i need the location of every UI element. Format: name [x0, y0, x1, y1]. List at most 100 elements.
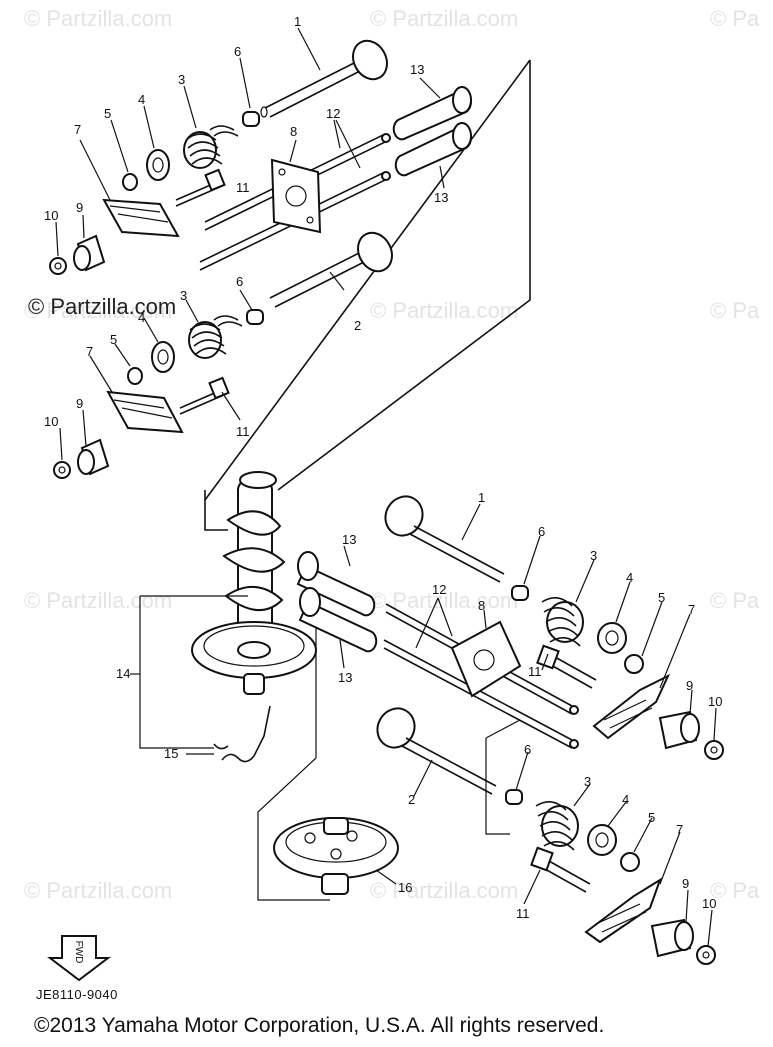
fwd-label: FWD — [73, 941, 84, 964]
watermark: © Partzilla.com — [370, 878, 519, 903]
exhaust-valve — [376, 707, 497, 795]
callout: 5 — [104, 106, 111, 121]
valve-spring — [535, 597, 584, 851]
frame-line — [204, 59, 531, 501]
watermark: © Pa — [710, 878, 760, 903]
idle-gear — [273, 817, 399, 895]
valve-tappets — [296, 551, 378, 653]
valve-spring — [183, 125, 243, 359]
callout: 13 — [338, 670, 352, 685]
callout: 10 — [44, 414, 58, 429]
rocker-pivot — [650, 710, 700, 958]
watermark: © Pa — [710, 6, 760, 31]
callout: 11 — [236, 180, 250, 195]
rocker-arm — [584, 673, 671, 944]
callout: 1 — [294, 14, 301, 29]
frame-line — [204, 490, 228, 531]
callout: 6 — [234, 44, 241, 59]
callout: 10 — [702, 896, 716, 911]
callout: 13 — [434, 190, 448, 205]
callout: 15 — [164, 746, 178, 761]
callout: 9 — [682, 876, 689, 891]
callout: 11 — [516, 906, 530, 921]
callout: 3 — [590, 548, 597, 563]
callout: 1 — [478, 490, 485, 505]
frame-line — [485, 719, 521, 835]
leader-lines — [55, 27, 445, 461]
callout: 6 — [524, 742, 531, 757]
callout: 14 — [116, 666, 130, 681]
watermark: © Pa — [710, 588, 760, 613]
valve-cotter — [122, 173, 143, 385]
callout: 4 — [622, 792, 629, 807]
rocker-stud — [530, 644, 597, 893]
callout: 13 — [410, 62, 424, 77]
callout: 5 — [110, 332, 117, 347]
rocker-plate — [450, 620, 522, 698]
callout: 6 — [538, 524, 545, 539]
callout: 4 — [138, 310, 145, 325]
intake-valve — [384, 495, 505, 583]
callout: 7 — [688, 602, 695, 617]
callout: 11 — [236, 424, 250, 439]
frame-line — [277, 60, 531, 491]
valve-seal — [242, 111, 264, 325]
callout: 4 — [626, 570, 633, 585]
callout: 10 — [44, 208, 58, 223]
watermark: © Partzilla.com — [370, 298, 519, 323]
leader-lines — [339, 503, 717, 947]
callout: 6 — [236, 274, 243, 289]
callout: 5 — [648, 810, 655, 825]
callout: 3 — [584, 774, 591, 789]
watermark: © Partzilla.com — [24, 298, 173, 323]
callout: 11 — [528, 664, 542, 679]
watermark-dark: © Partzilla.com — [28, 294, 177, 319]
callout: 9 — [686, 678, 693, 693]
callout: 7 — [676, 822, 683, 837]
callout: 2 — [354, 318, 361, 333]
adjusting-nut — [696, 740, 724, 965]
callout: 3 — [178, 72, 185, 87]
callout: 3 — [180, 288, 187, 303]
diagram-code: JE8110-9040 — [36, 987, 118, 1002]
callout: 5 — [658, 590, 665, 605]
top-assembly — [49, 27, 531, 531]
rocker-stud — [175, 168, 230, 415]
callout: 12 — [432, 582, 446, 597]
adjusting-nut — [49, 257, 71, 479]
watermark: © Partzilla.com — [24, 878, 173, 903]
callout: 16 — [398, 880, 412, 895]
callout: 10 — [708, 694, 722, 709]
watermark: © Pa — [710, 298, 760, 323]
callout: 9 — [76, 200, 83, 215]
exhaust-valve — [269, 231, 393, 308]
watermark: © Partzilla.com — [24, 6, 173, 31]
forward-arrow-icon: FWD — [47, 935, 111, 982]
rocker-pivot — [73, 234, 110, 476]
callout: 4 — [138, 92, 145, 107]
copyright-notice: ©2013 Yamaha Motor Corporation, U.S.A. A… — [34, 1014, 605, 1037]
callout: 8 — [478, 598, 485, 613]
rocker-plate — [270, 158, 322, 234]
callout: 13 — [342, 532, 356, 547]
callout: 7 — [74, 122, 81, 137]
watermark: © Partzilla.com — [24, 588, 173, 613]
camshaft-assembly — [139, 471, 399, 901]
intake-valve — [260, 39, 388, 118]
callout: 12 — [326, 106, 340, 121]
callout: 9 — [76, 396, 83, 411]
callout: 2 — [408, 792, 415, 807]
cam-gear — [191, 621, 317, 695]
callout: 7 — [86, 344, 93, 359]
callout: 8 — [290, 124, 297, 139]
bottom-assembly — [296, 495, 724, 965]
spring-retainer — [146, 149, 175, 373]
valve-seal — [505, 585, 529, 805]
valve-tappets — [392, 86, 472, 177]
callout-numbers: 1 6 3 4 5 7 8 12 13 13 11 9 10 6 3 2 4 5… — [44, 14, 722, 921]
decompression-spring — [213, 705, 271, 763]
rocker-arm — [102, 198, 184, 434]
valve-cotter — [620, 654, 644, 872]
